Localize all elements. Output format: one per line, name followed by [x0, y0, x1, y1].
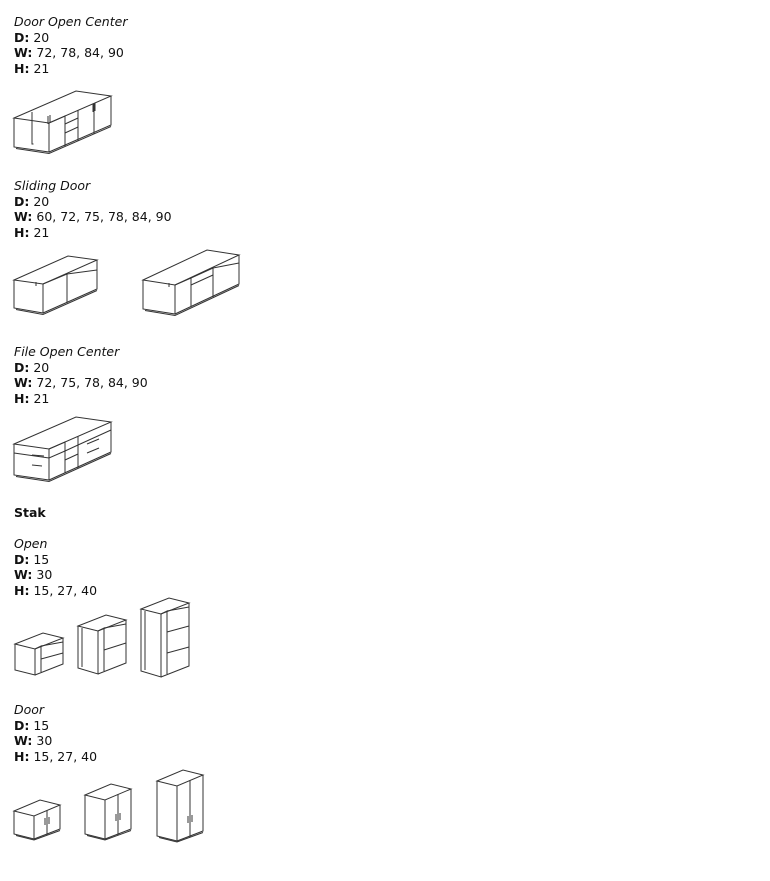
depth-value: 15 [33, 717, 50, 733]
stak-heading: Stak [14, 505, 46, 520]
depth-row: D: 15 [14, 552, 97, 568]
depth-label: D: [14, 359, 30, 375]
spec-door-open-center: Door Open Center D: 20 W: 72, 78, 84, 90… [14, 14, 127, 76]
depth-row: D: 20 [14, 360, 148, 376]
section-title: File Open Center [14, 344, 120, 359]
section-title: Open [14, 536, 48, 551]
depth-label: D: [14, 717, 30, 733]
height-label: H: [14, 748, 30, 764]
width-row: W: 72, 75, 78, 84, 90 [14, 375, 148, 391]
height-row: H: 15, 27, 40 [14, 583, 97, 599]
width-value: 72, 75, 78, 84, 90 [36, 375, 148, 390]
height-value: 21 [33, 390, 50, 406]
width-row: W: 72, 78, 84, 90 [14, 45, 127, 61]
spec-door: Door D: 15 W: 30 H: 15, 27, 40 [14, 702, 97, 764]
sliding-door-long-drawing [143, 250, 241, 316]
spec-open: Open D: 15 W: 30 H: 15, 27, 40 [14, 536, 97, 598]
height-row: H: 21 [14, 391, 148, 407]
file-open-center-drawing [14, 417, 112, 481]
width-label: W: [14, 45, 33, 60]
open-tall-drawing [141, 598, 191, 678]
section-title: Sliding Door [14, 178, 91, 193]
depth-value: 20 [33, 29, 50, 45]
sliding-door-short-drawing [14, 256, 98, 316]
section-title: Door [14, 702, 45, 717]
height-row: H: 21 [14, 225, 172, 241]
height-value: 21 [33, 60, 50, 76]
depth-row: D: 20 [14, 30, 127, 46]
width-value: 60, 72, 75, 78, 84, 90 [36, 209, 172, 224]
width-label: W: [14, 733, 33, 748]
depth-value: 20 [33, 193, 50, 209]
section-title: Door Open Center [14, 14, 128, 29]
door-small-drawing [14, 800, 62, 840]
height-value: 21 [33, 224, 50, 240]
depth-label: D: [14, 551, 30, 567]
height-label: H: [14, 224, 30, 240]
door-medium-drawing [85, 784, 133, 840]
depth-label: D: [14, 29, 30, 45]
height-row: H: 15, 27, 40 [14, 749, 97, 765]
width-value: 72, 78, 84, 90 [36, 45, 124, 60]
height-label: H: [14, 60, 30, 76]
spec-sliding-door: Sliding Door D: 20 W: 60, 72, 75, 78, 84… [14, 178, 172, 240]
depth-row: D: 20 [14, 194, 172, 210]
open-small-drawing [15, 633, 65, 675]
open-medium-drawing [78, 615, 128, 675]
depth-value: 15 [33, 551, 50, 567]
depth-row: D: 15 [14, 718, 97, 734]
width-row: W: 30 [14, 567, 97, 583]
width-label: W: [14, 209, 33, 224]
height-label: H: [14, 390, 30, 406]
height-label: H: [14, 582, 30, 598]
height-value: 15, 27, 40 [33, 582, 98, 598]
width-row: W: 30 [14, 733, 97, 749]
width-label: W: [14, 567, 33, 582]
depth-label: D: [14, 193, 30, 209]
depth-value: 20 [33, 359, 50, 375]
door-tall-drawing [157, 770, 205, 842]
width-value: 30 [36, 567, 53, 582]
width-value: 30 [36, 733, 53, 748]
width-label: W: [14, 375, 33, 390]
door-open-center-drawing [14, 91, 112, 153]
height-value: 15, 27, 40 [33, 748, 98, 764]
spec-file-open-center: File Open Center D: 20 W: 72, 75, 78, 84… [14, 344, 148, 406]
width-row: W: 60, 72, 75, 78, 84, 90 [14, 209, 172, 225]
height-row: H: 21 [14, 61, 127, 77]
